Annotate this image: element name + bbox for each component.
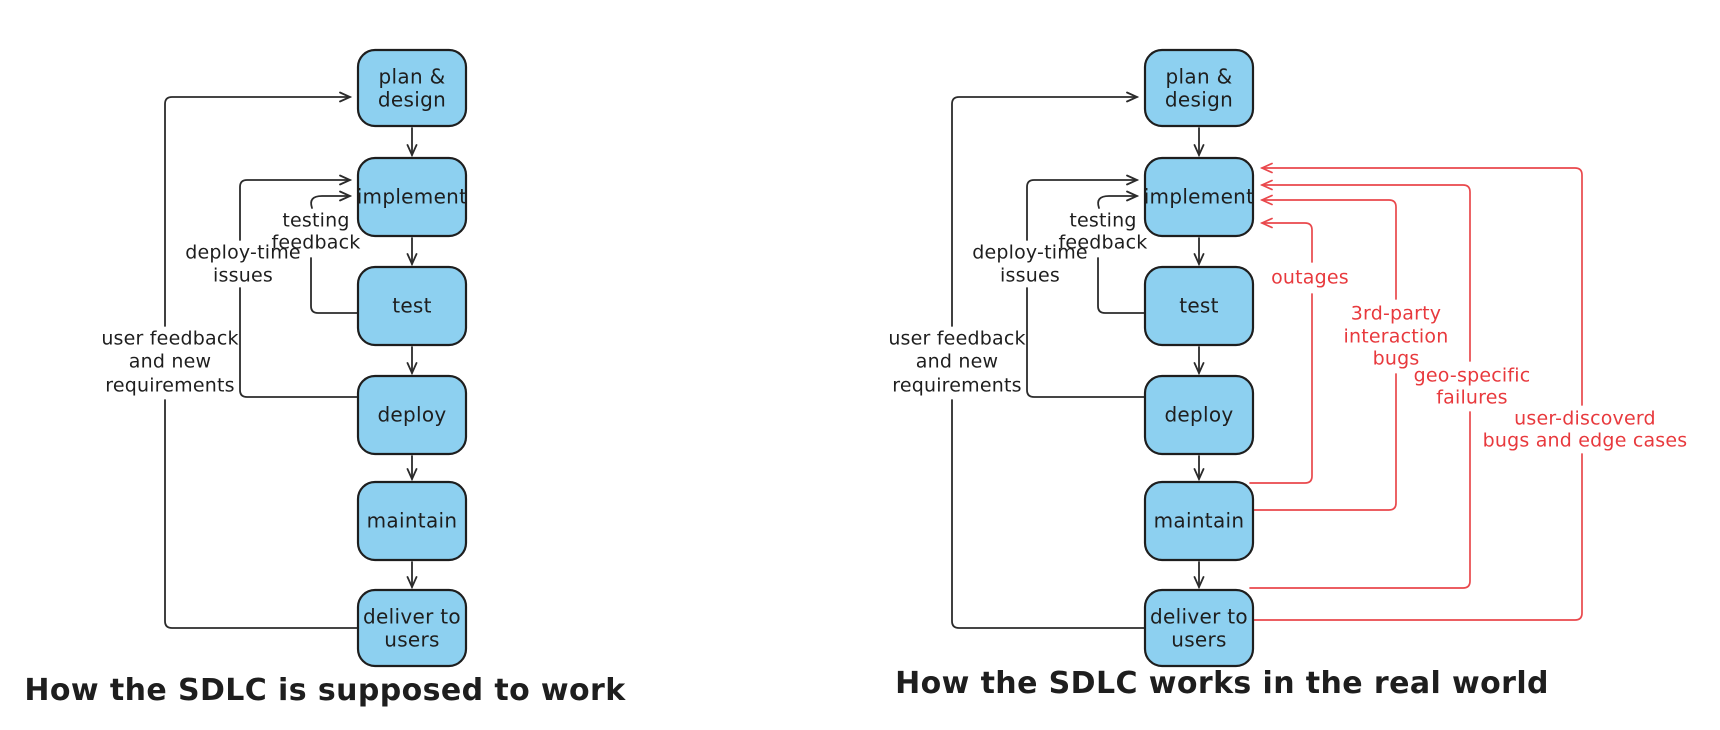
node-label: users xyxy=(1171,628,1227,652)
node-label: deploy xyxy=(1164,403,1233,427)
edge-user-feedback xyxy=(951,97,1145,629)
label-geo-specific-failures: geo-specific xyxy=(1414,365,1531,387)
node-label: deploy xyxy=(377,403,446,427)
left-caption: How the SDLC is supposed to work xyxy=(24,673,626,708)
label-user-feedback: and new xyxy=(129,351,211,373)
node-box xyxy=(1143,265,1255,347)
label-testing-feedback: testing xyxy=(1069,210,1136,232)
edge-testing-feedback-tail xyxy=(1097,257,1146,314)
node-deliver-left: deliver to users xyxy=(356,588,468,668)
node-plan-design-right: plan & design xyxy=(1143,48,1255,128)
left-edge-labels: testing feedback deploy-time issues user… xyxy=(101,210,360,397)
right-caption: How the SDLC works in the real world xyxy=(895,666,1549,701)
label-deploy-time-issues: deploy-time xyxy=(972,242,1088,264)
left-flow-arrows xyxy=(164,97,418,629)
label-deploy-time-issues: issues xyxy=(1000,265,1060,287)
node-box xyxy=(356,156,468,238)
label-user-feedback: requirements xyxy=(892,375,1022,397)
node-maintain-right: maintain xyxy=(1143,480,1255,562)
label-third-party-bugs: bugs xyxy=(1373,348,1420,370)
left-diagram: plan & design implement test deploy main… xyxy=(24,48,626,708)
node-label: test xyxy=(392,294,432,318)
node-box xyxy=(356,374,468,456)
edge-geo-specific-failures xyxy=(1250,185,1471,589)
node-label: deliver to xyxy=(1150,605,1248,629)
edge-user-discovered-bugs xyxy=(1253,168,1583,621)
node-label: implement xyxy=(357,185,468,209)
label-user-discovered-bugs: bugs and edge cases xyxy=(1483,430,1688,452)
label-third-party-bugs: interaction xyxy=(1344,326,1449,348)
edge-user-feedback xyxy=(164,97,358,629)
label-user-discovered-bugs: user-discoverd xyxy=(1514,408,1656,430)
node-box xyxy=(356,48,468,128)
edge-testing-feedback-tail xyxy=(310,257,359,314)
right-edge-labels: testing feedback deploy-time issues user… xyxy=(888,210,1147,397)
node-implement-right: implement xyxy=(1143,156,1255,238)
node-label: design xyxy=(378,88,446,112)
label-deploy-time-issues: deploy-time xyxy=(185,242,301,264)
node-box xyxy=(356,265,468,347)
node-box xyxy=(356,588,468,668)
label-user-feedback: user feedback xyxy=(101,328,238,350)
node-label: maintain xyxy=(1154,509,1245,533)
node-test-left: test xyxy=(356,265,468,347)
edge-deploy-time-issues xyxy=(1026,180,1145,398)
node-box xyxy=(356,480,468,562)
edge-outages xyxy=(1250,223,1313,484)
edge-testing-feedback-head xyxy=(1097,190,1140,209)
label-third-party-bugs: 3rd-party xyxy=(1351,303,1442,325)
right-failure-labels: outages 3rd-party interaction bugs geo-s… xyxy=(1271,267,1687,452)
node-label: plan & xyxy=(1166,65,1233,89)
node-label: maintain xyxy=(367,509,458,533)
node-test-right: test xyxy=(1143,265,1255,347)
node-implement-left: implement xyxy=(356,156,468,238)
label-testing-feedback: feedback xyxy=(1059,232,1148,254)
label-outages: outages xyxy=(1271,267,1349,289)
node-deploy-left: deploy xyxy=(356,374,468,456)
node-deploy-right: deploy xyxy=(1143,374,1255,456)
node-box xyxy=(1143,588,1255,668)
label-testing-feedback: feedback xyxy=(272,232,361,254)
edge-testing-feedback-head xyxy=(310,190,353,209)
node-maintain-left: maintain xyxy=(356,480,468,562)
node-label: users xyxy=(384,628,440,652)
node-label: plan & xyxy=(379,65,446,89)
label-user-feedback: and new xyxy=(916,351,998,373)
edge-third-party-bugs xyxy=(1253,200,1397,511)
node-box xyxy=(1143,480,1255,562)
right-flow-arrows xyxy=(951,97,1205,629)
label-geo-specific-failures: failures xyxy=(1436,387,1508,409)
label-user-feedback: requirements xyxy=(105,375,235,397)
label-testing-feedback: testing xyxy=(282,210,349,232)
node-label: deliver to xyxy=(363,605,461,629)
node-box xyxy=(1143,374,1255,456)
right-failure-arrows xyxy=(1250,168,1583,621)
node-label: implement xyxy=(1144,185,1255,209)
right-diagram: plan & design implement test deploy main… xyxy=(888,48,1687,701)
node-label: test xyxy=(1179,294,1219,318)
edge-deploy-time-issues xyxy=(239,180,358,398)
label-deploy-time-issues: issues xyxy=(213,265,273,287)
node-plan-design-left: plan & design xyxy=(356,48,468,128)
node-label: design xyxy=(1165,88,1233,112)
node-box xyxy=(1143,48,1255,128)
node-deliver-right: deliver to users xyxy=(1143,588,1255,668)
node-box xyxy=(1143,156,1255,238)
label-user-feedback: user feedback xyxy=(888,328,1025,350)
